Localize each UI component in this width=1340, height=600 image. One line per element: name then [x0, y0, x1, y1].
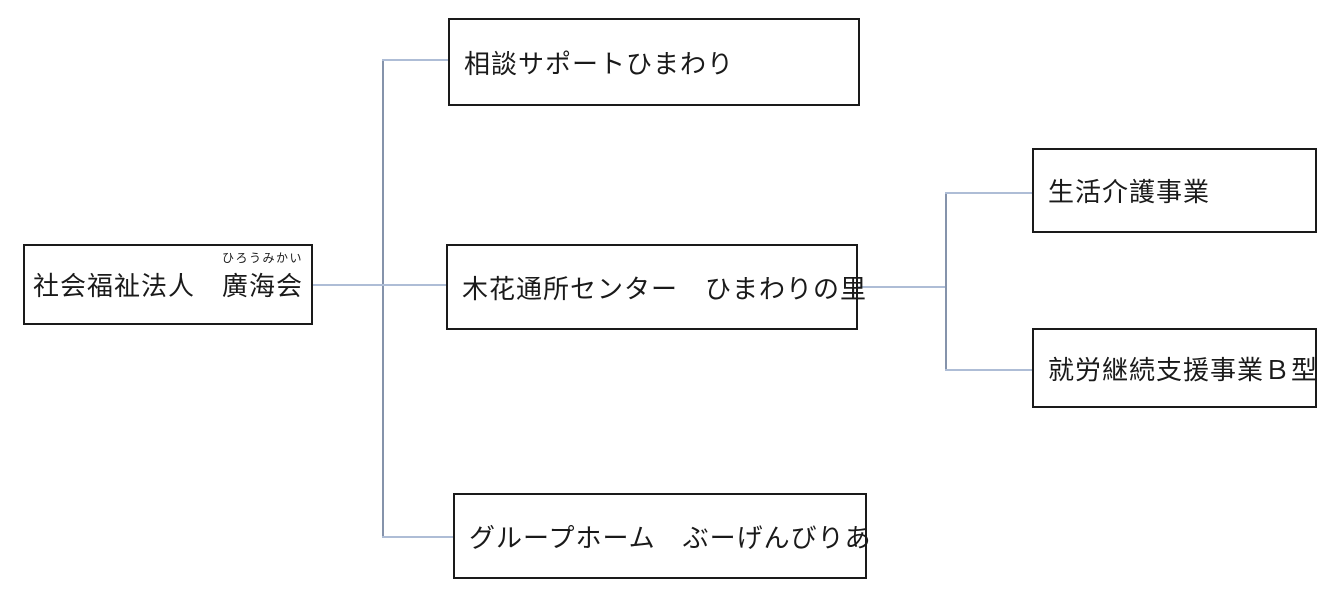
org-box-soudan-support-himawari: 相談サポートひまわり — [448, 18, 860, 106]
org-box-label: 生活介護事業 — [1048, 178, 1211, 207]
org-root-label-prefix: 社会福祉法人 — [32, 272, 222, 301]
org-box-shurou-keizoku-b: 就労継続支援事業Ｂ型 — [1032, 328, 1317, 408]
connector-branch-soudan — [382, 59, 448, 61]
furigana-text: ひろうみかい — [221, 251, 304, 265]
ruby-group: ひろうみかい廣海会 — [222, 252, 304, 303]
org-box-grouphome-bougainvillea: グループホーム ぶーげんびりあ — [453, 493, 871, 579]
org-box-label: グループホーム ぶーげんびりあ — [469, 523, 872, 553]
org-box-label: 木花通所センター ひまわりの里 — [462, 274, 868, 304]
org-box-kibana-center-himawari-no-sato: 木花通所センター ひまわりの里 — [446, 244, 866, 330]
connector-left-trunk — [382, 59, 384, 537]
connector-branch-grouphome — [382, 536, 453, 538]
org-box-seikatsu-kaigo: 生活介護事業 — [1032, 148, 1317, 233]
org-box-root: 社会福祉法人 ひろうみかい廣海会 — [23, 244, 313, 325]
org-root-label-ruby-base: 廣海会 — [222, 272, 304, 301]
connector-right-trunk — [945, 192, 947, 370]
org-root-label: 社会福祉法人 ひろうみかい廣海会 — [32, 252, 304, 303]
org-box-label: 相談サポートひまわり — [464, 49, 735, 79]
connector-root-to-kibana — [313, 284, 446, 286]
org-box-label: 就労継続支援事業Ｂ型 — [1048, 355, 1319, 385]
connector-branch-seikatsu — [945, 192, 1032, 194]
connector-branch-shurou — [945, 369, 1032, 371]
connector-kibana-out — [858, 286, 945, 288]
